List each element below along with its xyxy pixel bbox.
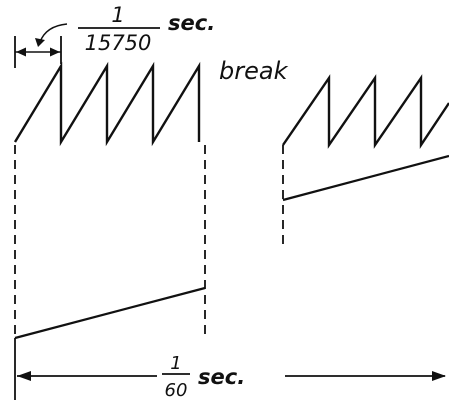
line-period-denominator: 15750 [85,31,152,55]
field-period-unit: sec. [198,365,245,389]
vertical-sawtooth-ramp-left [14,286,206,340]
arrowhead-right [50,47,60,57]
field-period-numerator: 1 [170,353,181,374]
line-period-dimension: 1 15750 sec. [15,3,215,57]
line-period-unit: sec. [168,11,215,35]
line-period-numerator: 1 [111,3,124,27]
leader-curve [39,23,68,43]
field-period-denominator: 60 [165,380,188,401]
vertical-sawtooth-ramp-right [282,154,449,202]
break-label: break [219,57,289,85]
arrowhead-left [16,47,26,57]
horizontal-sawtooth-wave-left [13,61,201,147]
leader-arrowhead [35,38,45,47]
dimension-arrowhead-right [432,371,446,381]
field-period-dimension: 1 60 sec. [17,353,446,401]
dimension-arrowhead-left [17,371,31,381]
horizontal-sawtooth-wave-right [282,74,449,149]
